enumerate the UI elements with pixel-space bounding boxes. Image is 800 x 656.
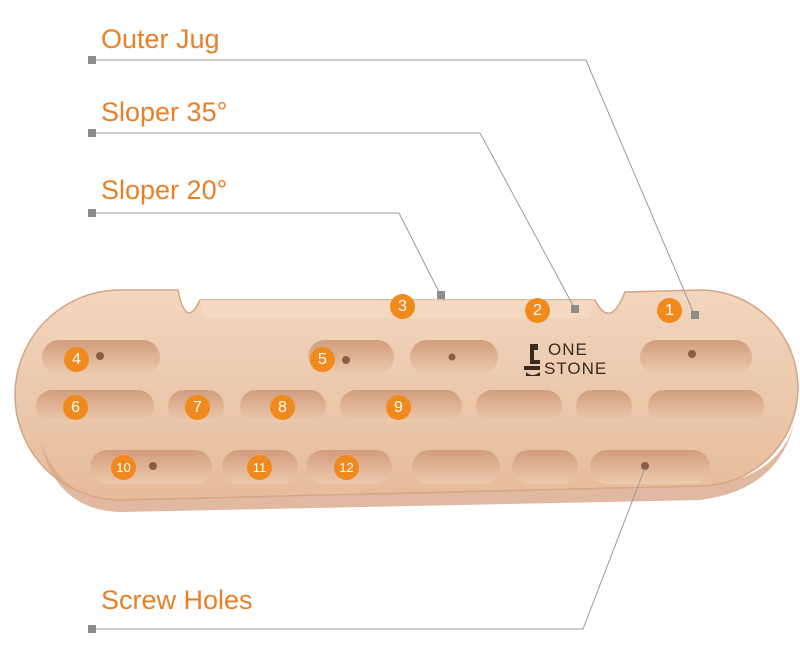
climber-logo-icon: [524, 344, 540, 376]
badge-6: 6: [63, 395, 88, 420]
label-outer-jug: Outer Jug: [101, 24, 220, 54]
badge-7: 7: [185, 395, 210, 420]
logo-text-stone: STONE: [544, 359, 608, 378]
logo-text-one: ONE: [548, 340, 588, 359]
badge-2: 2: [525, 298, 550, 323]
badge-3: 3: [390, 294, 415, 319]
badge-8: 8: [270, 395, 295, 420]
label-sloper-20: Sloper 20°: [101, 175, 228, 205]
badge-10: 10: [111, 455, 136, 480]
badge-4: 4: [64, 347, 89, 372]
badge-12: 12: [334, 455, 359, 480]
onestone-logo: ONE STONE: [522, 340, 622, 380]
leader-lines: [92, 59, 695, 630]
label-sloper-35: Sloper 35°: [101, 97, 228, 127]
badge-5: 5: [310, 347, 335, 372]
badge-9: 9: [386, 395, 411, 420]
badge-11: 11: [247, 455, 272, 480]
hold-6: [36, 390, 154, 422]
label-screw-holes: Screw Holes: [101, 585, 253, 615]
badge-1: 1: [657, 298, 682, 323]
